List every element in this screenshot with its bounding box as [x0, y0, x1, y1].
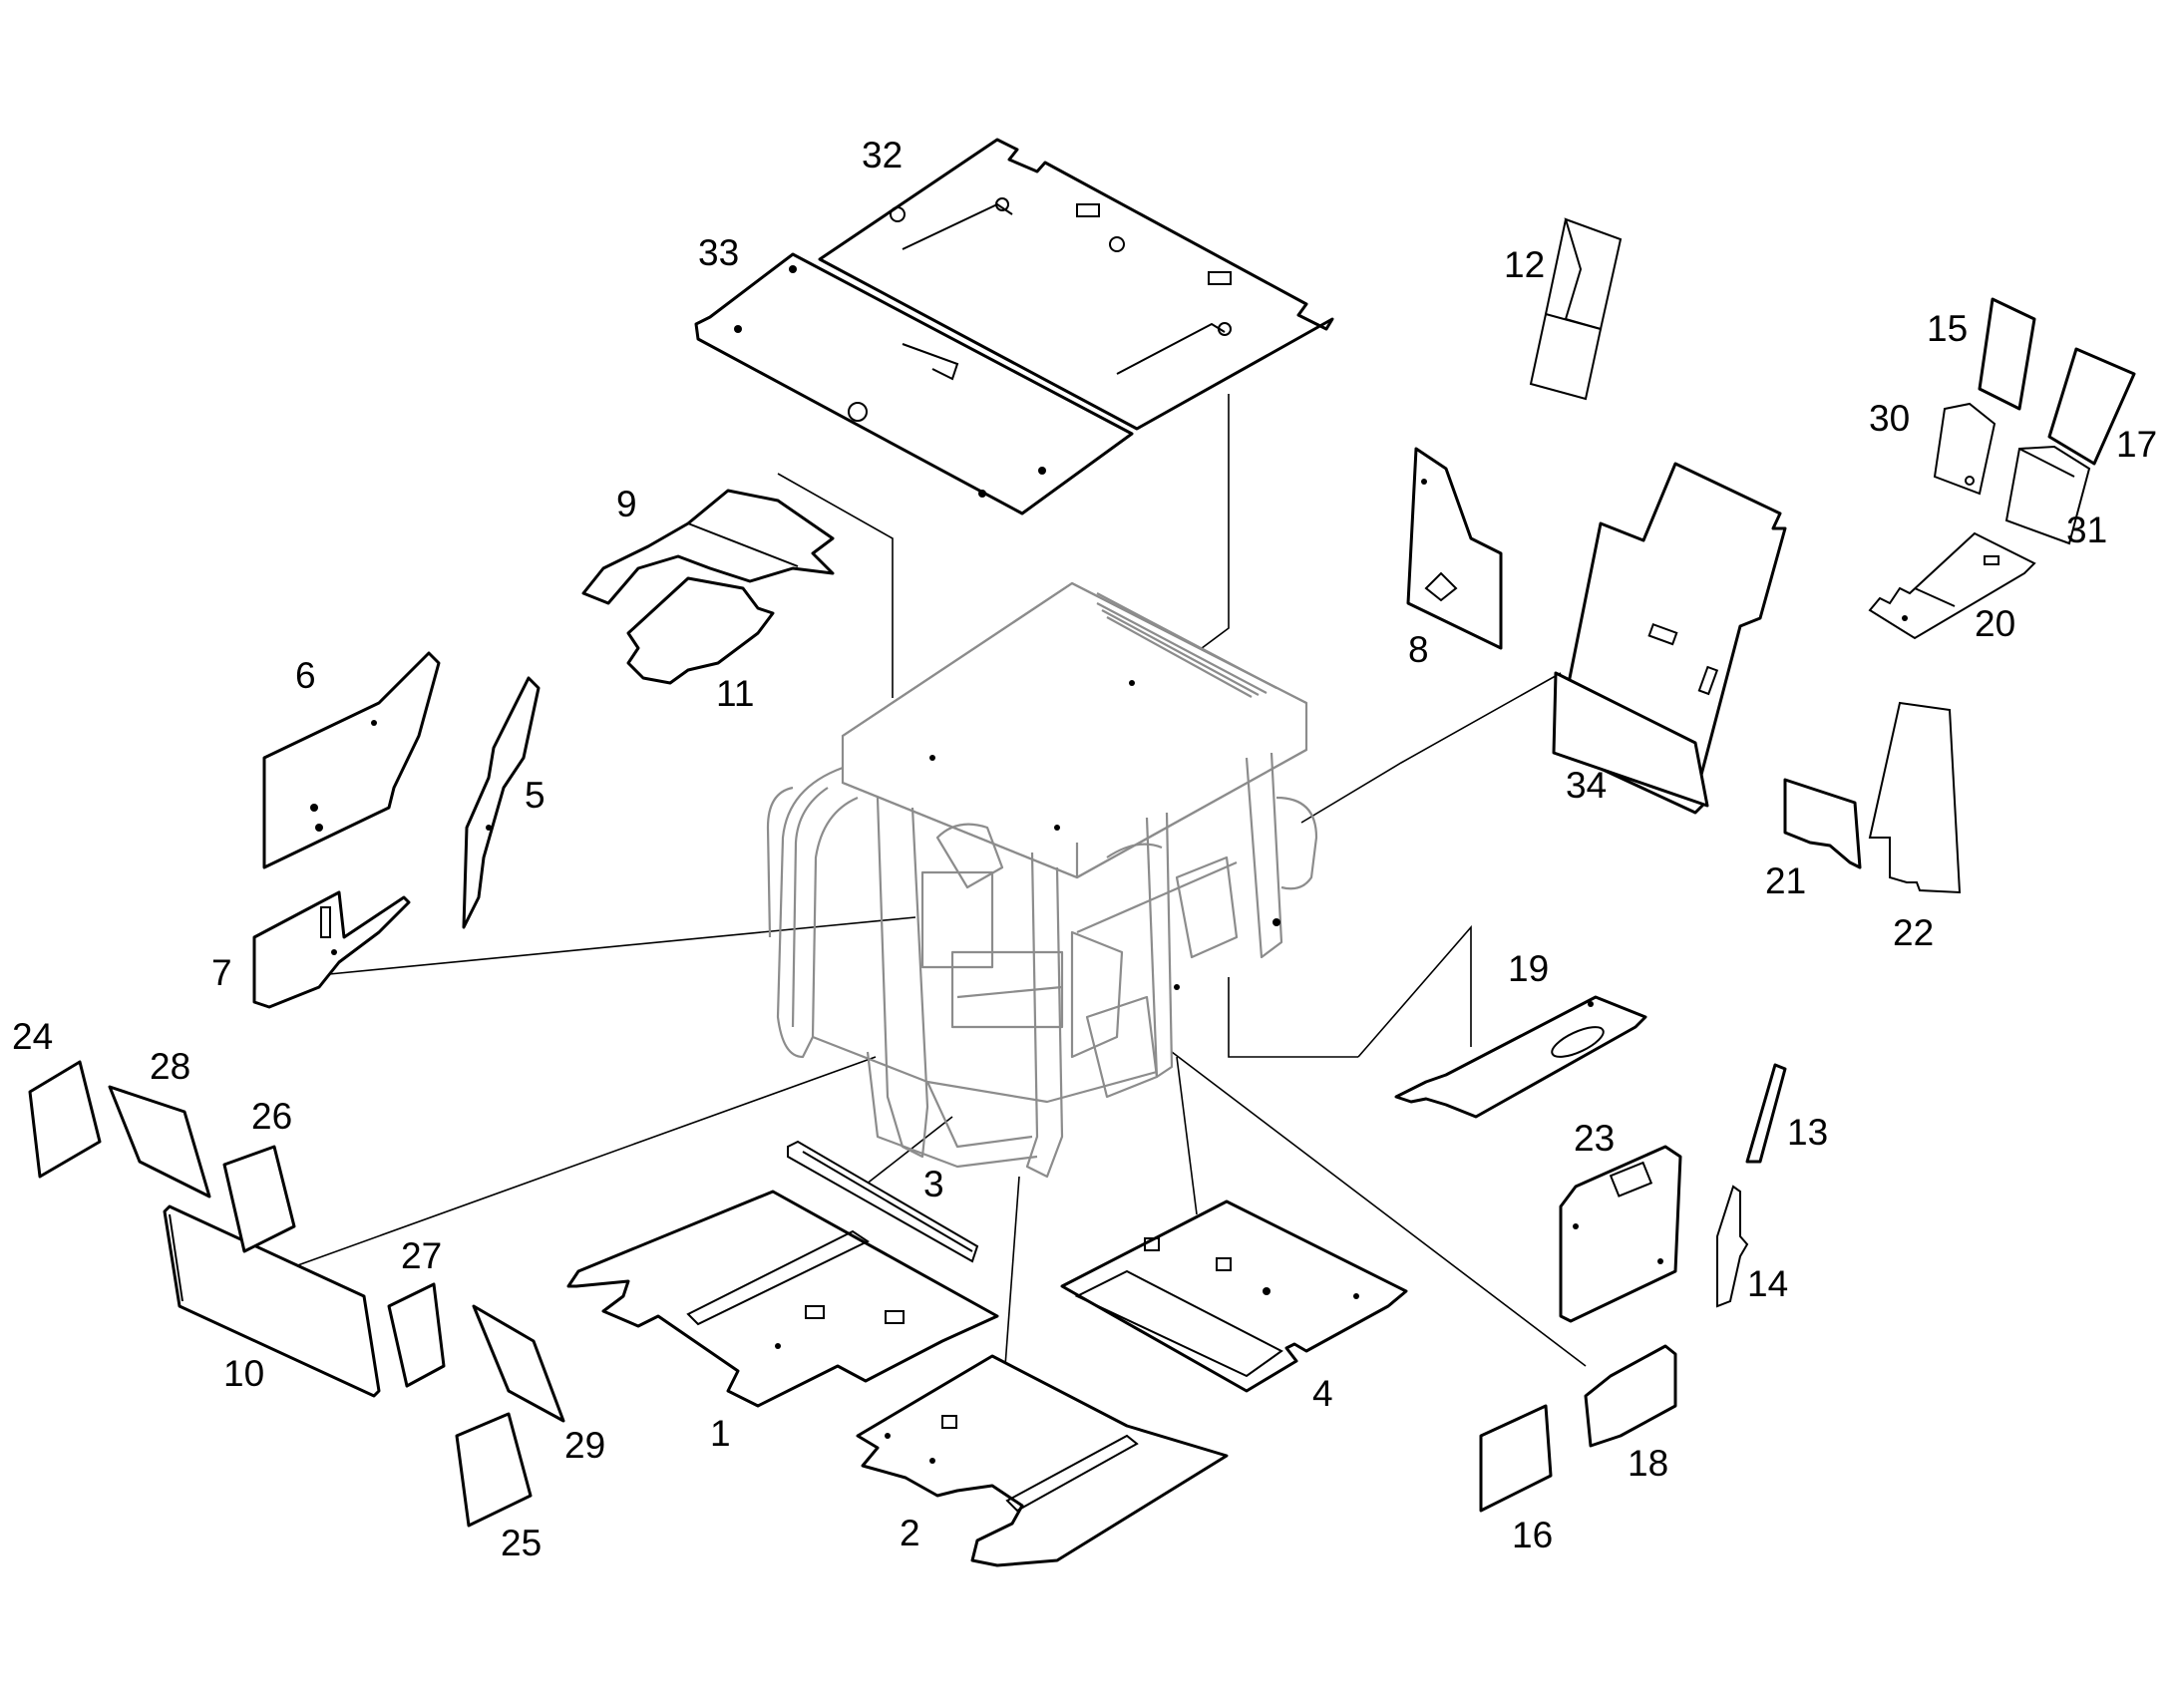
- callout-29: 29: [564, 1425, 605, 1466]
- part-27: [387, 1282, 446, 1388]
- callout-27: 27: [401, 1235, 442, 1276]
- callout-21: 21: [1765, 860, 1806, 901]
- callout-23: 23: [1574, 1118, 1615, 1159]
- part-31: [2004, 445, 2091, 545]
- part-16: [1479, 1404, 1553, 1513]
- callout-19: 19: [1508, 948, 1549, 989]
- part-7: [252, 890, 411, 1009]
- part-14: [1716, 1185, 1749, 1308]
- part-26: [222, 1145, 296, 1253]
- part-3: [787, 1140, 979, 1263]
- callout-4: 4: [1312, 1373, 1333, 1414]
- part-19: [1394, 995, 1647, 1119]
- callout-11: 11: [716, 673, 754, 714]
- part-22: [1868, 701, 1962, 894]
- part-10: [163, 1204, 381, 1398]
- callout-labels: 1 2 3 4 5 6 7 8 9 10 11 12 13 14 15 16 1…: [12, 135, 2157, 1563]
- part-32-roof-liner: [818, 138, 1334, 431]
- part-21: [1783, 778, 1862, 869]
- callout-2: 2: [900, 1513, 920, 1553]
- part-23: [1559, 1145, 1682, 1323]
- callout-1: 1: [710, 1413, 731, 1454]
- callout-12: 12: [1504, 244, 1545, 285]
- part-25: [455, 1412, 533, 1528]
- callout-22: 22: [1893, 912, 1934, 953]
- part-29: [472, 1304, 565, 1423]
- callout-14: 14: [1747, 1263, 1788, 1304]
- part-18: [1584, 1344, 1677, 1448]
- callout-31: 31: [2066, 510, 2107, 550]
- part-5: [462, 676, 541, 929]
- part-9: [581, 489, 835, 605]
- part-6: [262, 651, 441, 869]
- callout-9: 9: [616, 484, 637, 524]
- callout-24: 24: [12, 1016, 53, 1057]
- callout-32: 32: [862, 135, 903, 175]
- part-1-floor-mat: [566, 1190, 999, 1408]
- callout-25: 25: [501, 1523, 542, 1563]
- callout-20: 20: [1975, 603, 2015, 644]
- callout-18: 18: [1628, 1443, 1668, 1484]
- callout-7: 7: [211, 952, 232, 993]
- part-34-rear-panel: [1552, 462, 1787, 815]
- part-11: [626, 576, 775, 685]
- part-15: [1978, 297, 2036, 411]
- callout-15: 15: [1927, 308, 1968, 349]
- callout-10: 10: [223, 1353, 264, 1394]
- part-24: [28, 1060, 102, 1179]
- callout-33: 33: [698, 232, 739, 273]
- callout-16: 16: [1512, 1515, 1553, 1555]
- part-8: [1406, 447, 1503, 650]
- part-30: [1933, 402, 1997, 496]
- part-28: [108, 1085, 211, 1198]
- part-13: [1745, 1063, 1787, 1164]
- part-17: [2047, 347, 2136, 466]
- callout-3: 3: [923, 1164, 944, 1204]
- part-20: [1868, 531, 2036, 640]
- part-12: [1529, 217, 1623, 401]
- callout-30: 30: [1869, 398, 1910, 439]
- part-4-floor-panel: [1060, 1199, 1408, 1393]
- callout-13: 13: [1787, 1112, 1828, 1153]
- callout-17: 17: [2116, 424, 2157, 465]
- roof-vent: [1096, 602, 1268, 698]
- cab-frame: [766, 581, 1318, 1179]
- callout-34: 34: [1566, 765, 1607, 806]
- callout-5: 5: [525, 775, 545, 816]
- callout-28: 28: [150, 1046, 190, 1087]
- callout-8: 8: [1408, 629, 1429, 670]
- part-2-floor-mat: [856, 1354, 1229, 1567]
- callout-6: 6: [295, 655, 316, 696]
- callout-26: 26: [251, 1096, 292, 1137]
- part-33-roof-panel: [694, 252, 1134, 515]
